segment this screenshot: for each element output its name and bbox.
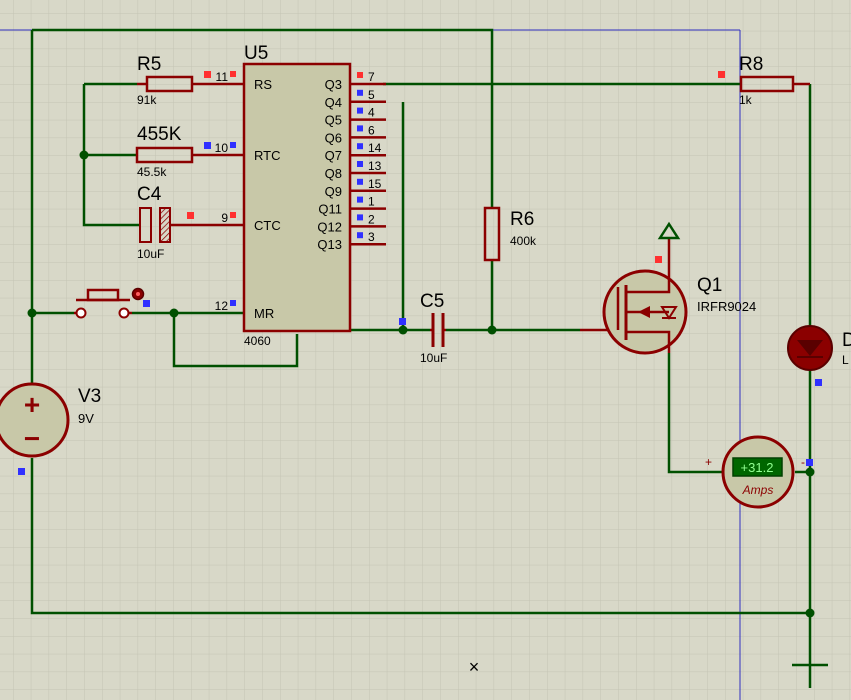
q1-source-terminal-icon (657, 221, 681, 240)
r8-ref: R8 (739, 54, 763, 75)
u5-pin-name-rtc: RTC (254, 148, 280, 163)
c4-plate-right (159, 207, 171, 243)
ground-icon (792, 650, 828, 688)
u5-pin-marker (357, 178, 363, 185)
v3-plus-sign: + (24, 389, 40, 420)
ammeter-reading: +31.2 (741, 460, 774, 475)
u5-part: 4060 (244, 334, 271, 348)
ammeter-display (732, 457, 783, 477)
u5-pin-marker (357, 161, 363, 167)
ammeter-minus: - (801, 455, 805, 469)
capacitor-c5[interactable]: C5 10uF (420, 291, 447, 365)
u5-pin-marker (357, 232, 363, 239)
r6-body (483, 206, 501, 262)
ammeter-unit: Amps (742, 483, 774, 497)
u5-pin-number-12: 12 (215, 299, 229, 313)
v3-body (0, 382, 70, 458)
r8-value: 1k (739, 93, 753, 107)
u5-pin-name-q4: Q4 (325, 95, 342, 110)
u5-pin-name-mr: MR (254, 306, 274, 321)
u5-pin-number-1: 1 (368, 195, 375, 209)
u5-pin-number-10: 10 (215, 141, 229, 155)
u5-body (242, 62, 352, 333)
c4-plate-left (139, 207, 152, 243)
u5-ref: U5 (244, 43, 268, 64)
c4-ref: C4 (137, 184, 162, 205)
u5-pin-marker (357, 196, 363, 203)
c4-value: 10uF (137, 247, 164, 261)
v3-value: 9V (78, 411, 94, 426)
u5-pin-number-14: 14 (368, 141, 382, 155)
u5-pin-number-7: 7 (368, 70, 375, 84)
resistor-r6[interactable]: R6 400k (483, 206, 537, 262)
resistor-r8[interactable]: R8 1k (739, 54, 810, 107)
r6-value: 400k (510, 234, 537, 248)
u5-pin-name-q6: Q6 (325, 130, 342, 145)
switch-contact-left (75, 307, 87, 319)
u5-pin-name-rs: RS (254, 77, 272, 92)
c5-ref: C5 (420, 291, 444, 312)
battery-v3[interactable]: + − V3 9V (0, 382, 101, 458)
u5-pin-marker (357, 72, 363, 78)
u5-pin-number-5: 5 (368, 88, 375, 102)
u5-pin-name-ctc: CTC (254, 218, 281, 233)
r5-ref: R5 (137, 54, 161, 75)
switch-actuator (86, 288, 120, 302)
led-value: L (842, 353, 849, 367)
r5-value: 91k (137, 93, 157, 107)
r455k-ref: 455K (137, 124, 182, 145)
led-ref: D (842, 330, 851, 351)
capacitor-c4[interactable]: C4 10uF (137, 184, 244, 261)
u5-pin-marker (357, 89, 363, 96)
u5-pin-name-q11: Q11 (318, 202, 342, 217)
c5-value: 10uF (420, 351, 447, 365)
ammeter[interactable]: +31.2 Amps + - (705, 435, 805, 509)
r6-ref: R6 (510, 209, 534, 230)
switch-contact-right (118, 307, 130, 319)
u5-pin-marker (357, 143, 363, 150)
u5-pin-number-15: 15 (368, 177, 382, 191)
u5-pin-number-13: 13 (368, 159, 382, 173)
u5-pin-name-q9: Q9 (325, 184, 342, 199)
r455k-value: 45.5k (137, 165, 167, 179)
u5-pin-number-4: 4 (368, 106, 375, 120)
u5-pin-name-q12: Q12 (317, 219, 342, 234)
mosfet-q1[interactable]: Q1 IRFR9024 (580, 221, 756, 355)
junctions (27, 150, 815, 618)
u5-pin-marker (357, 125, 363, 132)
q1-part: IRFR9024 (697, 299, 756, 314)
pin-markers (18, 71, 822, 475)
v3-minus-sign: − (24, 423, 40, 454)
u5-pin-marker (357, 107, 363, 114)
u5-pin-number-3: 3 (368, 230, 375, 244)
v3-ref: V3 (78, 386, 101, 407)
led-d[interactable]: D L (787, 325, 851, 371)
resistor-r5[interactable]: R5 91k (137, 54, 244, 107)
u5-pin-number-9: 9 (221, 211, 228, 225)
u5-pin-name-q7: Q7 (325, 148, 342, 163)
u5-pin-name-q13: Q13 (317, 237, 342, 252)
ammeter-plus: + (705, 455, 712, 469)
push-button-switch[interactable] (74, 287, 145, 319)
u5-pin-name-q8: Q8 (325, 166, 342, 181)
u5-pin-number-6: 6 (368, 123, 375, 137)
q1-ref: Q1 (697, 275, 722, 296)
u5-pin-number-2: 2 (368, 212, 375, 226)
u5-pin-name-q5: Q5 (325, 113, 342, 128)
resistor-455k[interactable]: 455K 45.5k (135, 124, 244, 179)
u5-pin-name-q3: Q3 (325, 77, 342, 92)
u5-pin-number-11: 11 (216, 70, 229, 84)
mouse-cursor-icon: × (469, 657, 480, 677)
u5-pin-marker (357, 214, 363, 221)
wires (30, 28, 812, 650)
